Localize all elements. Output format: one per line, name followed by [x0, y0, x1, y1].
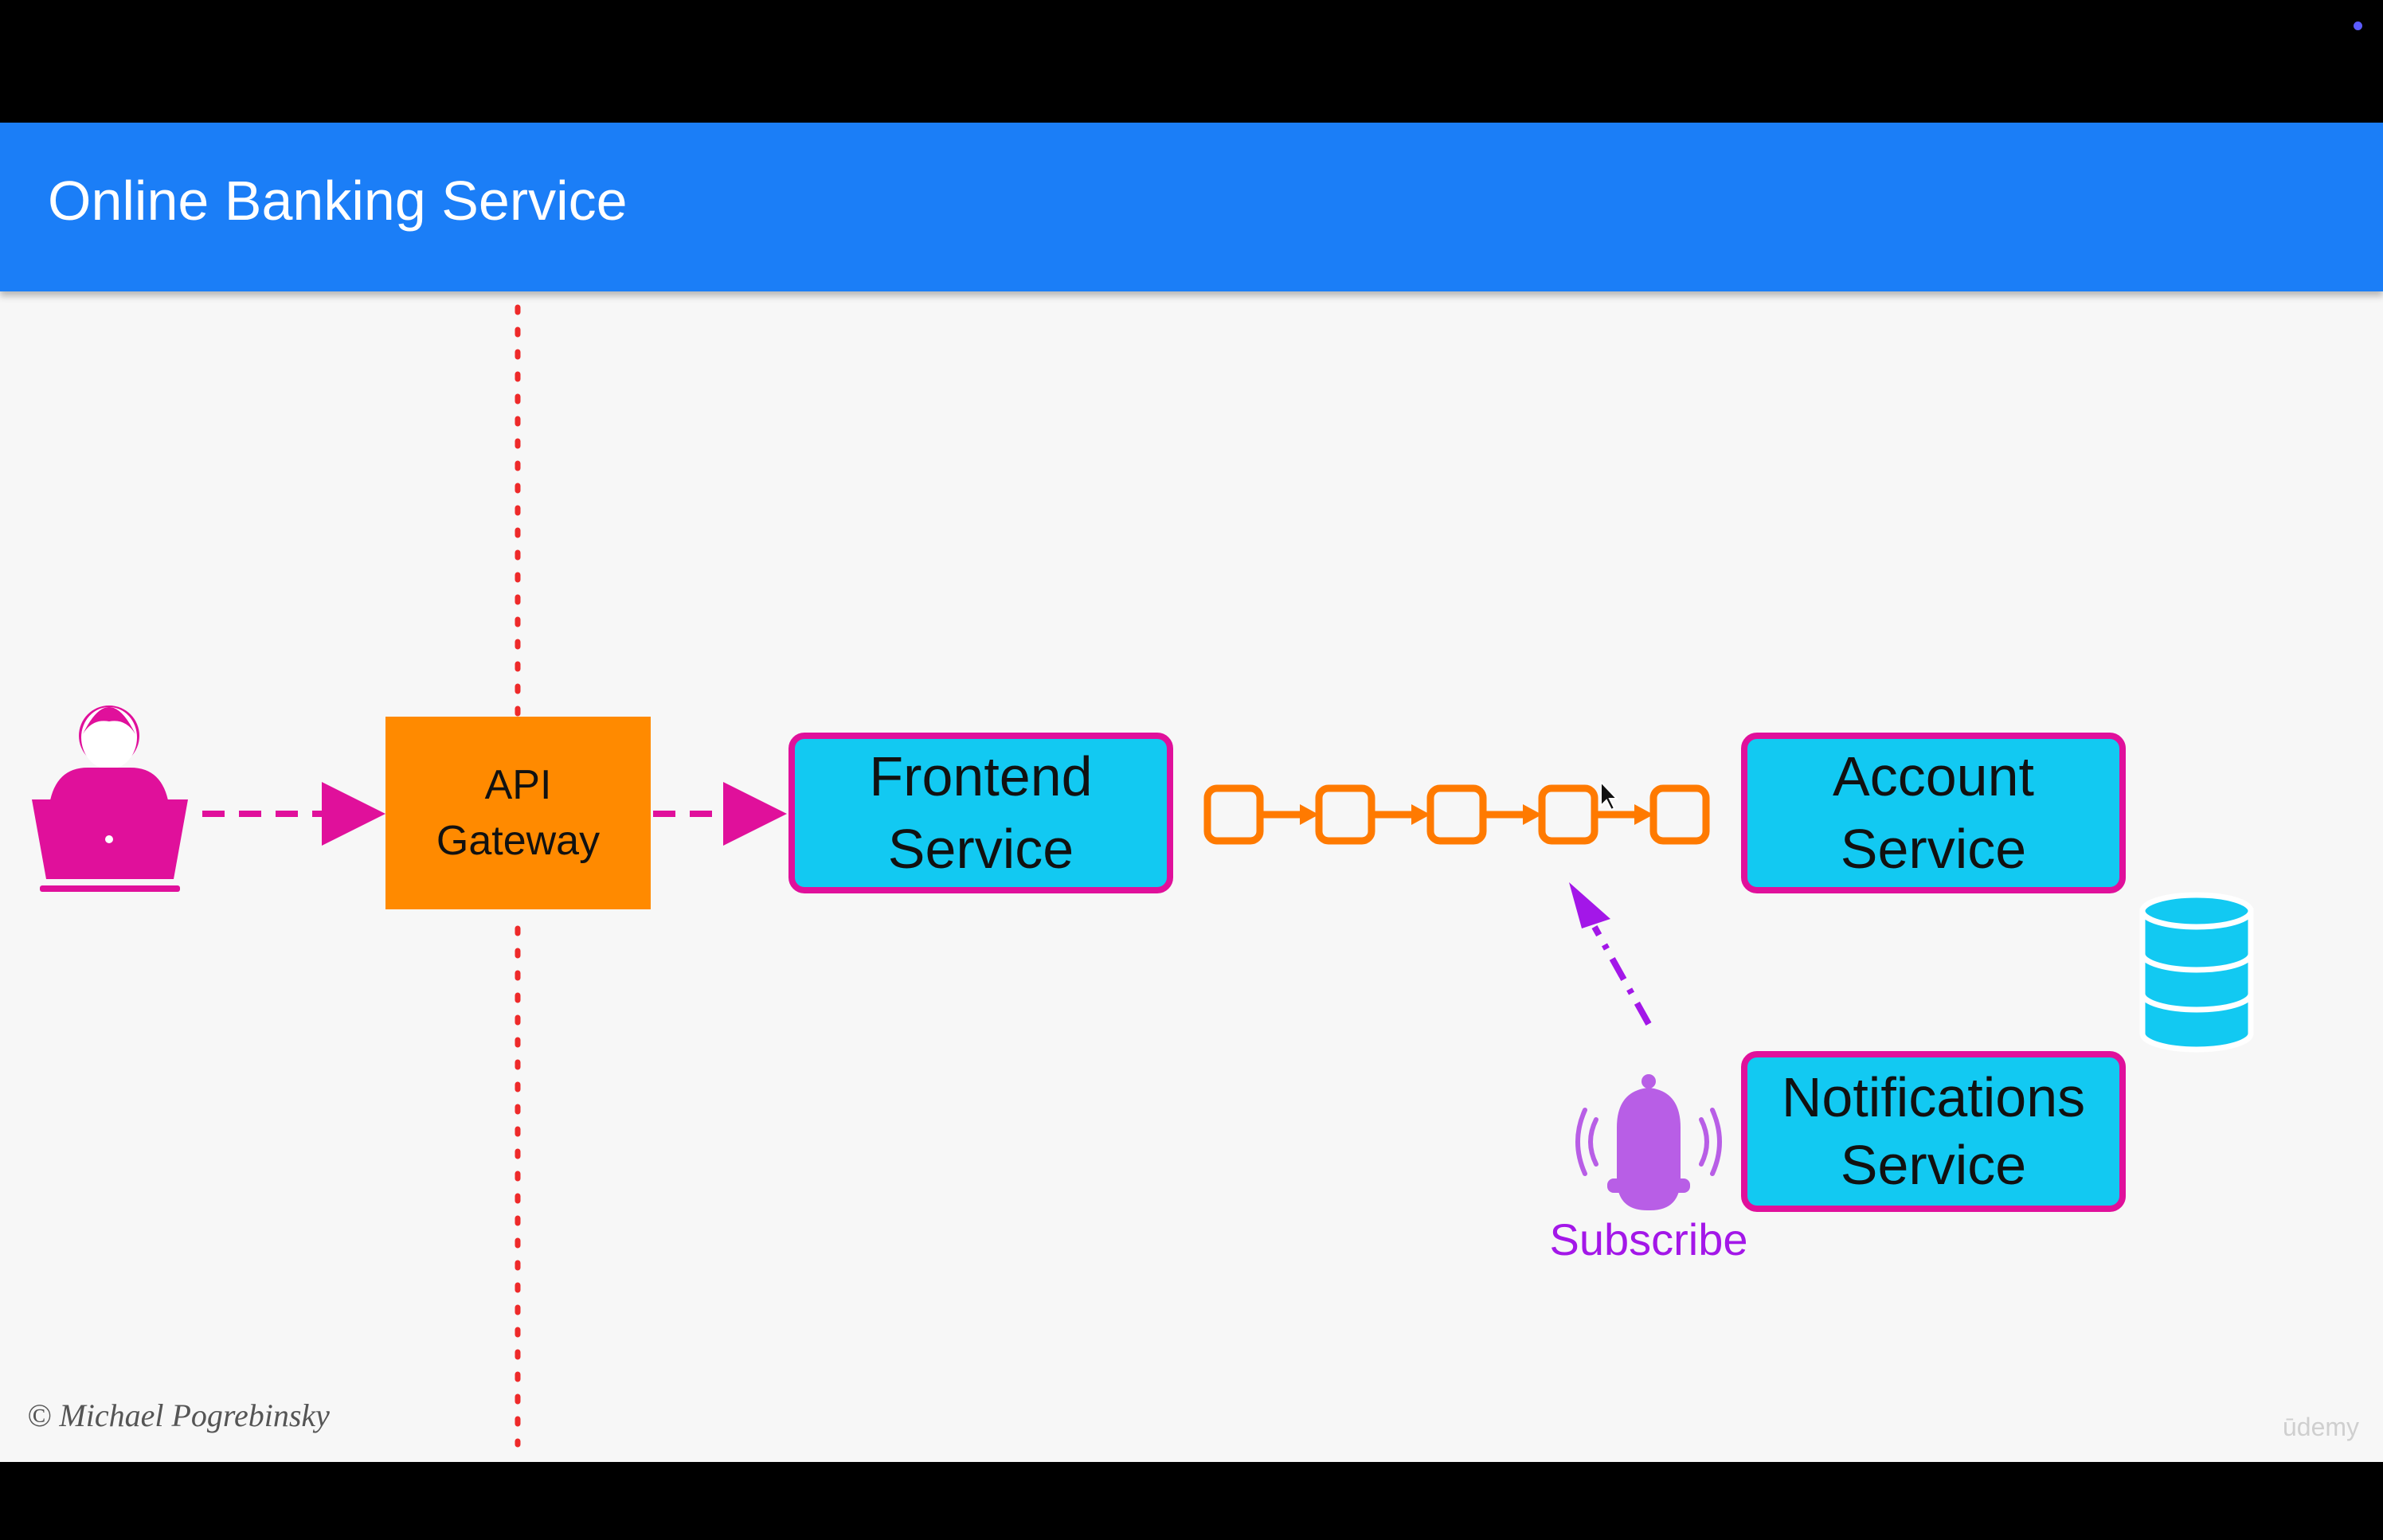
diagram-canvas — [32, 304, 2254, 1448]
notifications-service-box: Notifications Service — [1741, 1051, 2126, 1212]
frontend-service-label-line2: Service — [887, 818, 1074, 880]
mouse-cursor-icon — [1600, 780, 1619, 811]
title-bar: Online Banking Service — [0, 123, 2383, 291]
notifications-service-label-line2: Service — [1840, 1134, 2027, 1196]
slide: Online Banking Service — [0, 123, 2383, 1462]
account-service-label-line1: Account — [1833, 745, 2034, 807]
frontend-service-label-line1: Frontend — [869, 745, 1093, 807]
user-laptop-icon — [32, 706, 188, 892]
letterbox-indicator-dot — [2354, 21, 2362, 30]
notifications-service-label-line1: Notifications — [1781, 1065, 2086, 1128]
notification-bell-icon — [1575, 1074, 1722, 1210]
database-icon — [2139, 892, 2254, 1053]
account-service-label-line2: Service — [1840, 818, 2027, 880]
subscribe-label: Subscribe — [1549, 1214, 1748, 1264]
copyright-text: © Michael Pogrebinsky — [27, 1397, 330, 1433]
api-gateway-label-line1: API — [484, 761, 552, 808]
frontend-service-box: Frontend Service — [788, 733, 1173, 893]
api-gateway-box: API Gateway — [385, 717, 651, 909]
account-service-box: Account Service — [1741, 733, 2126, 893]
api-gateway-label-line2: Gateway — [436, 818, 601, 864]
slide-title: Online Banking Service — [48, 170, 628, 232]
message-queue-icon — [1203, 784, 1710, 845]
udemy-watermark: ūdemy — [2283, 1413, 2360, 1441]
subscribe-arrow — [1569, 882, 1652, 1026]
